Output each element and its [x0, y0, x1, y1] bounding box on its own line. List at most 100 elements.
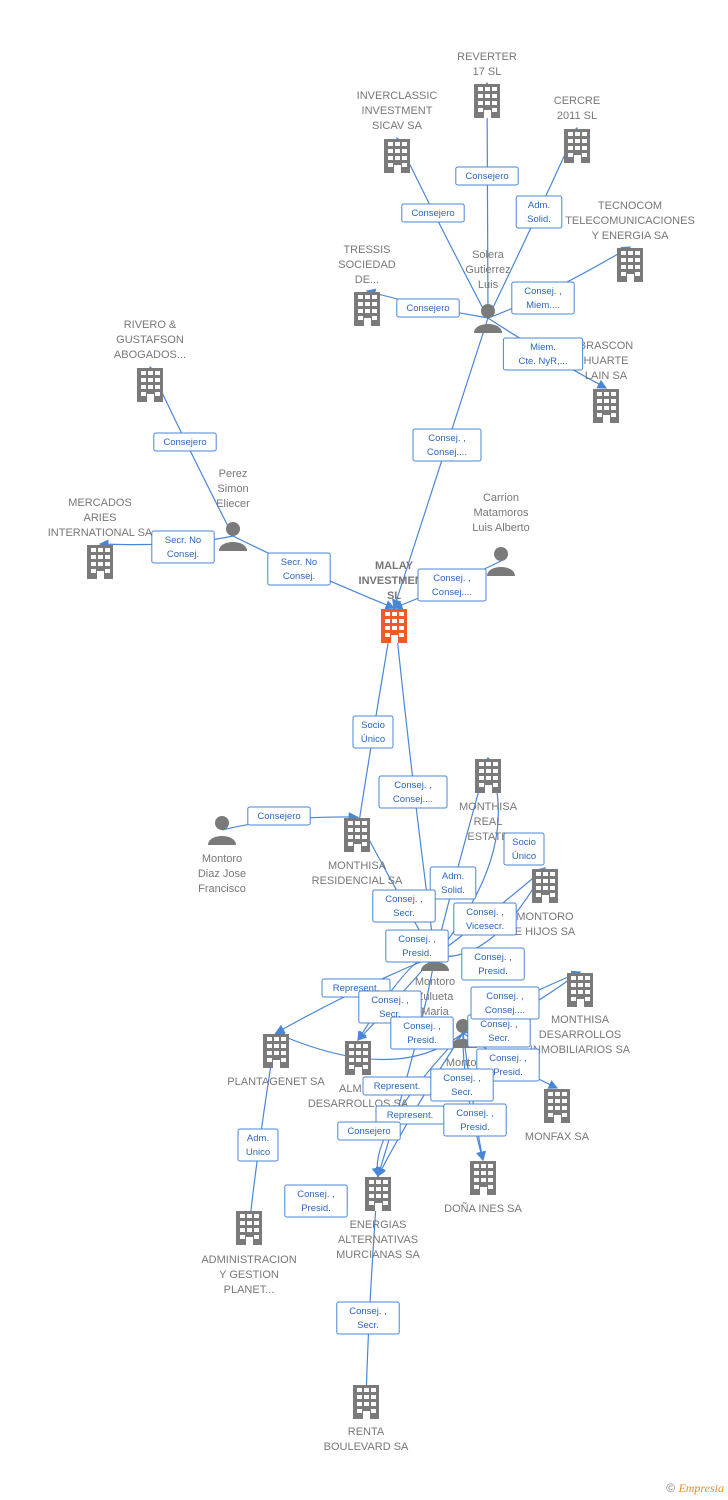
brascon-building-icon[interactable]: [593, 389, 619, 423]
edge-label-30[interactable]: Adm.Unico: [237, 1128, 279, 1162]
monthisa_real-building-icon[interactable]: [475, 759, 501, 793]
rivero-label[interactable]: RIVERO &GUSTAFSONABOGADOS...: [114, 319, 186, 361]
node-label-line: ESTATE: [467, 831, 508, 843]
edge-label-23[interactable]: Consej. ,Secr.: [467, 1014, 531, 1048]
node-label-line: Gutierrez: [465, 264, 510, 276]
donaines-label[interactable]: DOÑA INES SA: [444, 1202, 522, 1215]
node-label-line: Francisco: [198, 883, 246, 895]
tecnocom-building-icon[interactable]: [617, 248, 643, 282]
node-label-line: DOÑA INES SA: [444, 1202, 522, 1215]
mercados-building-icon[interactable]: [87, 545, 113, 579]
node-label-line: SICAV SA: [372, 120, 423, 132]
edge-label-26[interactable]: Consej. ,Secr.: [430, 1068, 494, 1102]
edge-label-22[interactable]: Consej. ,Presid.: [390, 1016, 454, 1050]
node-label-line: ARIES: [83, 512, 116, 524]
node-label-line: BRASCON: [579, 340, 633, 352]
admin-building-icon[interactable]: [236, 1211, 262, 1245]
edge-label-21[interactable]: Consej. ,Secr.: [358, 990, 422, 1024]
montor2-label[interactable]: Montor: [446, 1057, 481, 1069]
edge-label-7[interactable]: Consejero: [153, 432, 217, 452]
donaines-building-icon[interactable]: [470, 1161, 496, 1195]
tressis-building-icon[interactable]: [354, 292, 380, 326]
almen-building-icon[interactable]: [345, 1041, 371, 1075]
cercre-building-icon[interactable]: [564, 129, 590, 163]
edge-label-text: Presid.: [493, 1067, 523, 1078]
edge-label-12[interactable]: Consej. ,Consej....: [378, 775, 448, 809]
edge-label-15[interactable]: Adm.Solid.: [429, 866, 477, 900]
node-label-line: MONTHISA: [551, 1014, 610, 1026]
edge-label-text: Secr.: [451, 1087, 473, 1098]
node-label-line: INVESTMENT: [362, 105, 433, 117]
inverclassic-building-icon[interactable]: [384, 139, 410, 173]
edge-label-28[interactable]: Consej. ,Presid.: [443, 1103, 507, 1137]
monfax-building-icon[interactable]: [544, 1089, 570, 1123]
edge-label-text: Secr. No: [165, 535, 201, 546]
monthisa_des-building-icon[interactable]: [567, 973, 593, 1007]
edge-label-33[interactable]: Consej. ,Consej....: [470, 986, 540, 1020]
node-label-line: Simon: [217, 483, 248, 495]
monthisa_res-building-icon[interactable]: [344, 818, 370, 852]
edge-label-0[interactable]: Consejero: [401, 203, 465, 223]
renta-building-icon[interactable]: [353, 1385, 379, 1419]
node-label-line: DE...: [355, 274, 379, 286]
montoro_hijos-building-icon[interactable]: [532, 869, 558, 903]
energias-building-icon[interactable]: [365, 1177, 391, 1211]
edge-label-text: Presid.: [478, 966, 508, 977]
edge-label-1[interactable]: Consejero: [455, 166, 519, 186]
node-label-line: Montor: [446, 1057, 481, 1069]
edge-label-27[interactable]: Represent.: [375, 1105, 445, 1125]
node-label-line: Luis Alberto: [472, 522, 529, 534]
edge-label-5[interactable]: Miem.Cte. NyR,...: [502, 337, 584, 371]
edge-label-6[interactable]: Consej. ,Consej....: [412, 428, 482, 462]
edge-label-2[interactable]: Adm.Solid.: [515, 195, 563, 229]
edge-label-13[interactable]: Consejero: [247, 806, 311, 826]
edge-label-29[interactable]: Consejero: [337, 1121, 401, 1141]
edge-label-3[interactable]: Consejero: [396, 298, 460, 318]
tressis-label[interactable]: TRESSISSOCIEDADDE...: [338, 244, 396, 286]
malay-building-icon[interactable]: [381, 609, 407, 643]
edge-label-17[interactable]: Consej. ,Vicesecr.: [453, 902, 517, 936]
reverter-building-icon[interactable]: [474, 84, 500, 118]
edge-label-text: Miem.: [530, 342, 556, 353]
node-label-line: REVERTER: [457, 51, 517, 63]
edge-label-16[interactable]: Consej. ,Secr.: [372, 889, 436, 923]
montoro_diaz-person-icon[interactable]: [208, 816, 236, 845]
edge-label-25[interactable]: Represent.: [362, 1076, 432, 1096]
edge-label-text: Consej. ,: [489, 1053, 527, 1064]
edge-label-4[interactable]: Consej. ,Miem....: [511, 281, 575, 315]
edge-label-19[interactable]: Consej. ,Presid.: [461, 947, 525, 981]
edge-label-31[interactable]: Consej. ,Presid.: [284, 1184, 348, 1218]
rivero-building-icon[interactable]: [137, 368, 163, 402]
edge-label-18[interactable]: Consej. ,Presid.: [385, 929, 449, 963]
edge-label-10[interactable]: Consej. ,Consej....: [417, 568, 487, 602]
node-label-line: Maria: [421, 1006, 449, 1018]
edge-label-32[interactable]: Consej. ,Secr.: [336, 1301, 400, 1335]
node-label-line: Y ENERGIA SA: [592, 230, 669, 242]
plantagenet-building-icon[interactable]: [263, 1034, 289, 1068]
plantagenet-label[interactable]: PLANTAGENET SA: [227, 1076, 325, 1088]
monfax-label[interactable]: MONFAX SA: [525, 1131, 590, 1143]
